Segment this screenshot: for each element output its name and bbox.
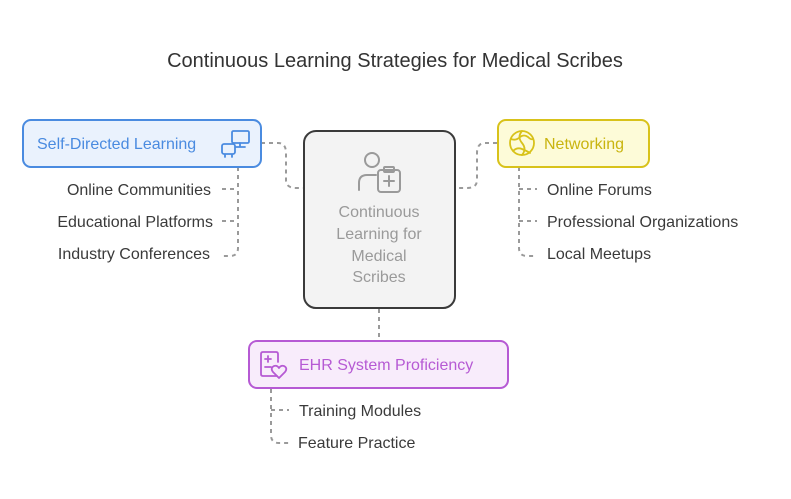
- list-item: Local Meetups: [547, 246, 651, 263]
- globe-network-icon: [509, 130, 535, 156]
- branch-label: EHR System Proficiency: [299, 357, 473, 374]
- center-label-line: Continuous: [339, 204, 420, 221]
- connector-self-directed: [261, 142, 304, 189]
- diagram-title: Continuous Learning Strategies for Medic…: [167, 50, 623, 72]
- person-clipboard-icon: [358, 152, 401, 193]
- center-label-line: Scribes: [352, 269, 405, 286]
- list-item: Industry Conferences: [58, 246, 210, 263]
- list-item: Feature Practice: [298, 435, 415, 452]
- list-item: Professional Organizations: [547, 214, 738, 231]
- branch-box: [248, 340, 509, 389]
- list-item: Training Modules: [299, 403, 421, 420]
- center-node: Continuous Learning for Medical Scribes: [303, 130, 456, 309]
- connector-ehr-items: [270, 389, 289, 444]
- branch-self-directed-learning: Self-Directed Learning: [22, 119, 262, 168]
- connector-self-directed-items: [222, 167, 239, 257]
- branch-box: [22, 119, 262, 168]
- branch-ehr-system-proficiency: EHR System Proficiency: [248, 340, 509, 389]
- connector-networking-items: [518, 167, 537, 257]
- center-label-line: Learning for: [336, 226, 422, 243]
- branch-label: Self-Directed Learning: [37, 136, 196, 153]
- branch-box: [497, 119, 650, 168]
- center-label-line: Medical: [351, 248, 406, 265]
- medical-record-heart-icon: [260, 351, 288, 379]
- list-item: Educational Platforms: [57, 214, 213, 231]
- list-item: Online Communities: [67, 182, 211, 199]
- list-item: Online Forums: [547, 182, 652, 199]
- branch-networking: Networking: [497, 119, 650, 168]
- branch-label: Networking: [544, 136, 624, 153]
- connector-networking: [455, 142, 497, 189]
- computer-learning-icon: [221, 130, 250, 158]
